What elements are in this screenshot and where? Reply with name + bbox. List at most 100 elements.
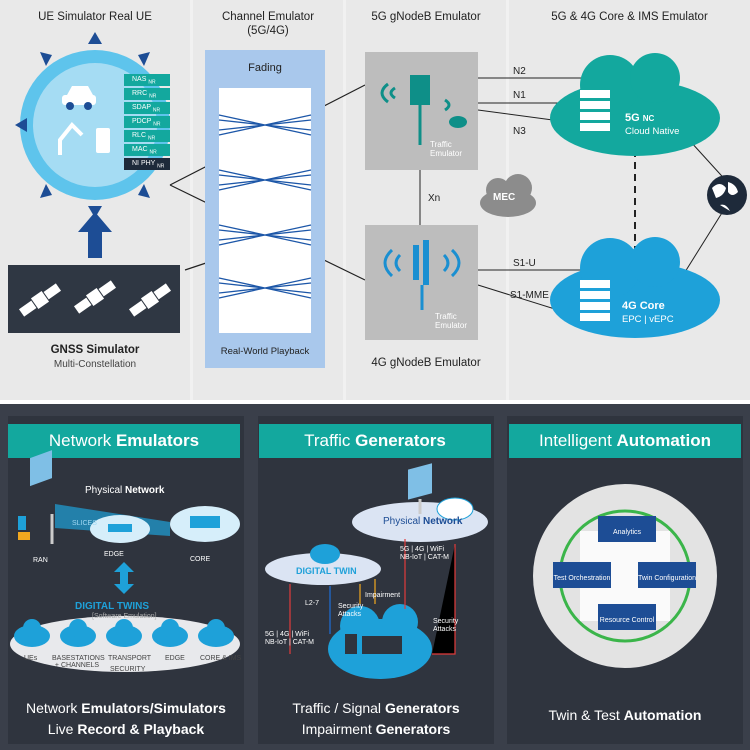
core-title: 5G & 4G Core & IMS Emulator [551, 11, 708, 23]
ne-edge2: EDGE [165, 655, 185, 662]
fading-label: Fading [248, 62, 282, 74]
te5g-l2: Emulator [430, 149, 463, 158]
tg-title-a: Traffic [304, 431, 356, 450]
ne-basestations: BASESTATIONS + CHANNELS [52, 655, 105, 669]
gnb5g-title: 5G gNodeB Emulator [371, 11, 481, 23]
tg-cap1b: Generators [384, 700, 460, 716]
ne-digital-twins: DIGITAL TWINS [75, 601, 150, 612]
ia-twin-config-box [638, 562, 696, 588]
ia-resource-box [598, 604, 656, 630]
stack-layer-sub: NR [147, 135, 156, 142]
mec-label: MEC [493, 192, 516, 203]
ia-caption: Twin & Test Automation [507, 705, 743, 726]
te4g-l2: Emulator [435, 321, 468, 330]
tg-cap1a: Traffic / Signal [292, 700, 385, 716]
ue-title: UE Simulator Real UE [38, 11, 152, 23]
xn-label: Xn [428, 193, 441, 204]
traffic-emulator-5g: Traffic Emulator [430, 140, 462, 158]
tg-sa1b: Attacks [338, 611, 361, 618]
s1mme-label: S1-MME [510, 290, 549, 301]
ne-edge: EDGE [104, 551, 124, 558]
ne-ran: RAN [33, 557, 48, 564]
phone-icon [96, 128, 110, 153]
stack-layer-name: NAS [132, 76, 147, 83]
stack-layer-name: RRC [132, 90, 148, 97]
robot-arm-icon [58, 122, 84, 155]
ne-twin-clouds [14, 619, 234, 647]
n2-label: N2 [513, 66, 526, 77]
te5g-l1: Traffic [430, 140, 452, 149]
stack-layer: NI PHY NR [124, 158, 170, 170]
5g-core-label: 5G NC Cloud Native [625, 112, 679, 138]
ne-slices: SLICES [72, 520, 97, 527]
stack-layer-sub: NR [148, 79, 156, 86]
core4g-title: 4G Core [622, 300, 665, 312]
stack-layer: NAS NR [124, 74, 170, 86]
n3-label: N3 [513, 126, 526, 137]
stack-layer: PDCP NR [124, 116, 170, 128]
5g-server-icon [580, 90, 610, 131]
ia-title-b: Automation [616, 431, 711, 450]
4g-antenna-icon [383, 240, 461, 310]
tg-tech1a: 5G | 4G | WiFi [400, 546, 445, 553]
stack-layer: SDAP NR [124, 102, 170, 114]
ne-transport: TRANSPORT [108, 655, 152, 662]
ia-title-a: Intelligent [539, 431, 617, 450]
traffic-generators-title: Traffic Generators [259, 424, 491, 458]
fading-lines [218, 114, 312, 299]
ne-cap2a: Live [47, 721, 78, 737]
bottom-diagram-svg [10, 450, 717, 679]
ne-core: CORE [190, 556, 211, 563]
stack-layer-sub: NR [149, 93, 157, 100]
tg-sa1a: Security [338, 603, 364, 610]
ia-test-orch-box [553, 562, 611, 588]
stack-layer: MAC NR [124, 144, 170, 156]
tg-phys-b: Network [423, 516, 463, 527]
ia-test-orchestration: Test Orchestration [553, 575, 611, 582]
channel-title-line2: (5G/4G) [247, 25, 289, 37]
4g-server-icon [580, 280, 610, 321]
channel-title-line1: Channel Emulator [221, 11, 315, 23]
intelligent-automation-title: Intelligent Automation [509, 424, 741, 458]
core5g-title: 5G [625, 112, 640, 124]
ia-resource-control: Resource Control [599, 617, 655, 624]
tg-cap2a: Impairment [301, 721, 376, 737]
top-diagram-svg [8, 32, 747, 368]
tg-tech2a: NB-IoT | CAT-M [400, 554, 450, 561]
stack-layer-name: NI PHY [132, 160, 156, 167]
ne-physical-network [18, 450, 240, 544]
ia-analytics: Analytics [612, 529, 641, 536]
tg-caption: Traffic / Signal Generators Impairment G… [258, 698, 494, 740]
tg-diagram [265, 463, 488, 679]
ne-physical-label: Physical Network [85, 485, 164, 496]
gnss-title: GNSS Simulator [50, 344, 140, 356]
stack-layer-name: RLC [132, 132, 147, 139]
real-world-label: Real-World Playback [220, 346, 310, 357]
ne-cap1b: Emulators/Simulators [81, 700, 226, 716]
ue-arrows [15, 32, 150, 218]
ne-caption: Network Emulators/Simulators Live Record… [8, 698, 244, 740]
ia-twin-configuration: Twin Configuration [638, 575, 696, 582]
s1u-label: S1-U [513, 258, 536, 269]
ne-title-b: Emulators [115, 431, 200, 450]
traffic-emulator-4g: Traffic Emulator [435, 312, 467, 330]
tg-physical-label: Physical Network [383, 516, 462, 527]
tg-phys-a: Physical [383, 516, 424, 527]
ne-security: SECURITY [110, 666, 146, 673]
ne-ues: UEs [24, 655, 38, 662]
te4g-l1: Traffic [435, 312, 457, 321]
n1-label: N1 [513, 90, 526, 101]
stack-layer-sub: NR [152, 107, 161, 114]
ne-phys-a: Physical [85, 485, 126, 496]
stack-layer-name: SDAP [132, 104, 151, 111]
gnb4g-box [365, 225, 478, 340]
stack-layer-sub: NR [149, 149, 157, 156]
ne-core-ims: CORE & IMS [200, 655, 242, 662]
satellite-icons [18, 280, 172, 317]
core5g-sub: NC [642, 114, 655, 123]
up-arrow [78, 212, 112, 258]
